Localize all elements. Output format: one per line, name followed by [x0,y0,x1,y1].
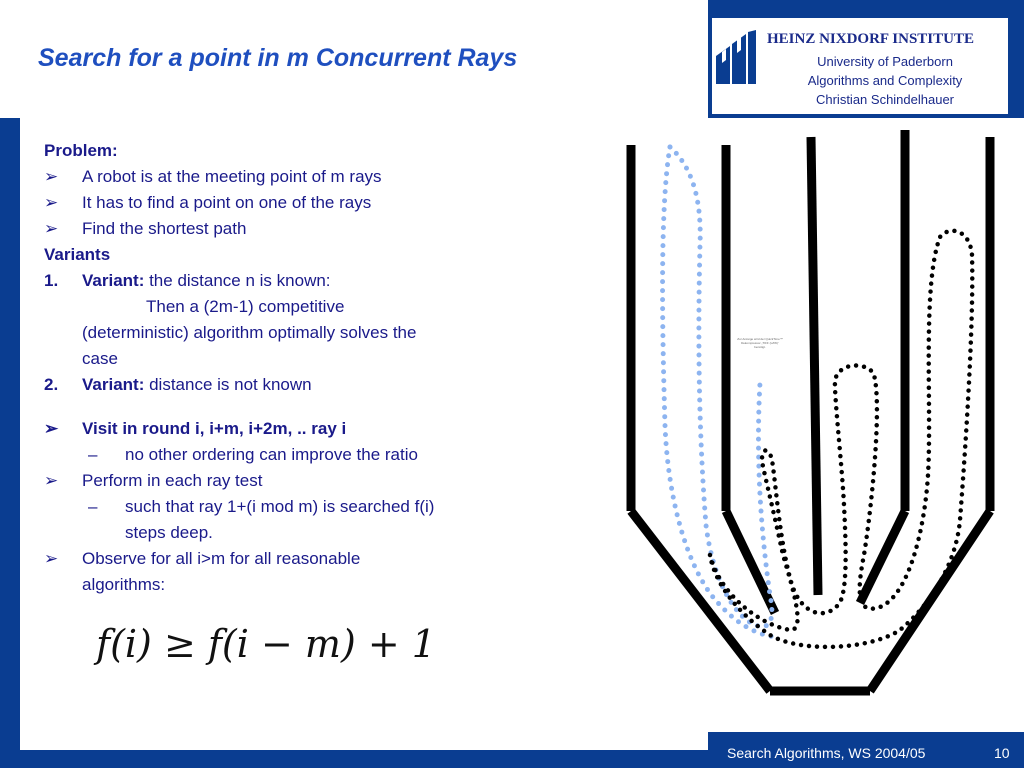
variant-1-line3: (deterministic) algorithm optimally solv… [82,323,417,342]
arrow-bullet-icon: ➢ [44,419,59,438]
ray-3 [806,136,823,596]
funnel-inner-right [855,509,910,605]
arrow-bullet-icon: ➢ [44,193,59,212]
list-item: – such that ray 1+(i mod m) is searched … [44,494,514,520]
list-item: ➢ It has to find a point on one of the r… [44,190,514,216]
search-path-light [667,144,775,629]
variant-2-number: 2. [44,375,59,394]
variant-1-label: Variant: [82,271,145,290]
variant-2-label: Variant: [82,375,145,394]
variant-1-line2: Then a (2m-1) competitive [146,297,345,316]
institute-university: University of Paderborn [817,54,953,69]
image-placeholder-line-3: benötigt. [754,345,766,349]
perform-sub-1: such that ray 1+(i mod m) is searched f(… [125,497,435,516]
list-item: ➢ Find the shortest path [44,216,514,242]
problem-heading: Problem: [44,141,118,160]
list-item: ➢ Perform in each ray test [44,468,514,494]
visit-bullet: Visit in round i, i+m, i+2m, .. ray i [82,419,347,438]
rays [626,130,995,696]
list-item: – no other ordering can improve the rati… [44,442,514,468]
image-placeholder-line-2: Dekompressor „TIFF (LZW)“ [741,341,779,345]
institute-author: Christian Schindelhauer [815,92,955,107]
problem-item-1: A robot is at the meeting point of m ray… [82,167,382,186]
variant-2: 2. Variant: distance is not known [44,372,514,398]
footer-box [708,732,1024,768]
observe-bullet-2: algorithms: [82,575,166,594]
list-item: ➢ A robot is at the meeting point of m r… [44,164,514,190]
variant-1: 1. Variant: the distance n is known: [44,268,514,294]
visit-sub: no other ordering can improve the ratio [125,445,418,464]
dash-bullet-icon: – [88,497,98,516]
variants-heading: Variants [44,245,111,264]
rays-diagram: Zur Anzeige wird der QuickTime™ Dekompre… [626,130,995,696]
list-item: ➢ Visit in round i, i+m, i+2m, .. ray i [44,416,514,442]
slide-title: Search for a point in m Concurrent Rays [38,44,518,72]
arrow-bullet-icon: ➢ [44,167,59,186]
list-item: ➢ Observe for all i>m for all reasonable [44,546,514,572]
variant-2-text: distance is not known [144,375,312,394]
perform-bullet: Perform in each ray test [82,471,263,490]
perform-sub-2: steps deep. [125,523,213,542]
arrow-bullet-icon: ➢ [44,549,59,568]
funnel-left [627,508,774,694]
left-accent-bar [0,118,20,750]
institute-group: Algorithms and Complexity [807,73,963,88]
problem-item-2: It has to find a point on one of the ray… [82,193,372,212]
page-number: 10 [994,745,1010,761]
image-placeholder-line-1: Zur Anzeige wird der QuickTime™ [737,337,783,341]
variant-1-text: the distance n is known: [144,271,331,290]
institute-logo-icon [716,30,756,84]
search-path-dark [707,228,975,650]
funnel-inner-left [721,509,780,615]
arrow-bullet-icon: ➢ [44,471,59,490]
institute-name: HEINZ NIXDORF INSTITUTE [767,31,974,47]
arrow-bullet-icon: ➢ [44,219,59,238]
dash-bullet-icon: – [88,445,98,464]
institute-panel [712,18,1008,114]
recurrence-formula: f(i) ≥ f(i − m) + 1 [96,622,436,666]
slide-content: Problem: ➢ A robot is at the meeting poi… [44,138,514,598]
observe-bullet-1: Observe for all i>m for all reasonable [82,549,361,568]
search-path-light-return [660,144,783,640]
problem-item-3: Find the shortest path [82,219,247,238]
variant-1-number: 1. [44,271,59,290]
variant-1-line4: case [82,349,118,368]
footer-course: Search Algorithms, WS 2004/05 [727,745,926,761]
